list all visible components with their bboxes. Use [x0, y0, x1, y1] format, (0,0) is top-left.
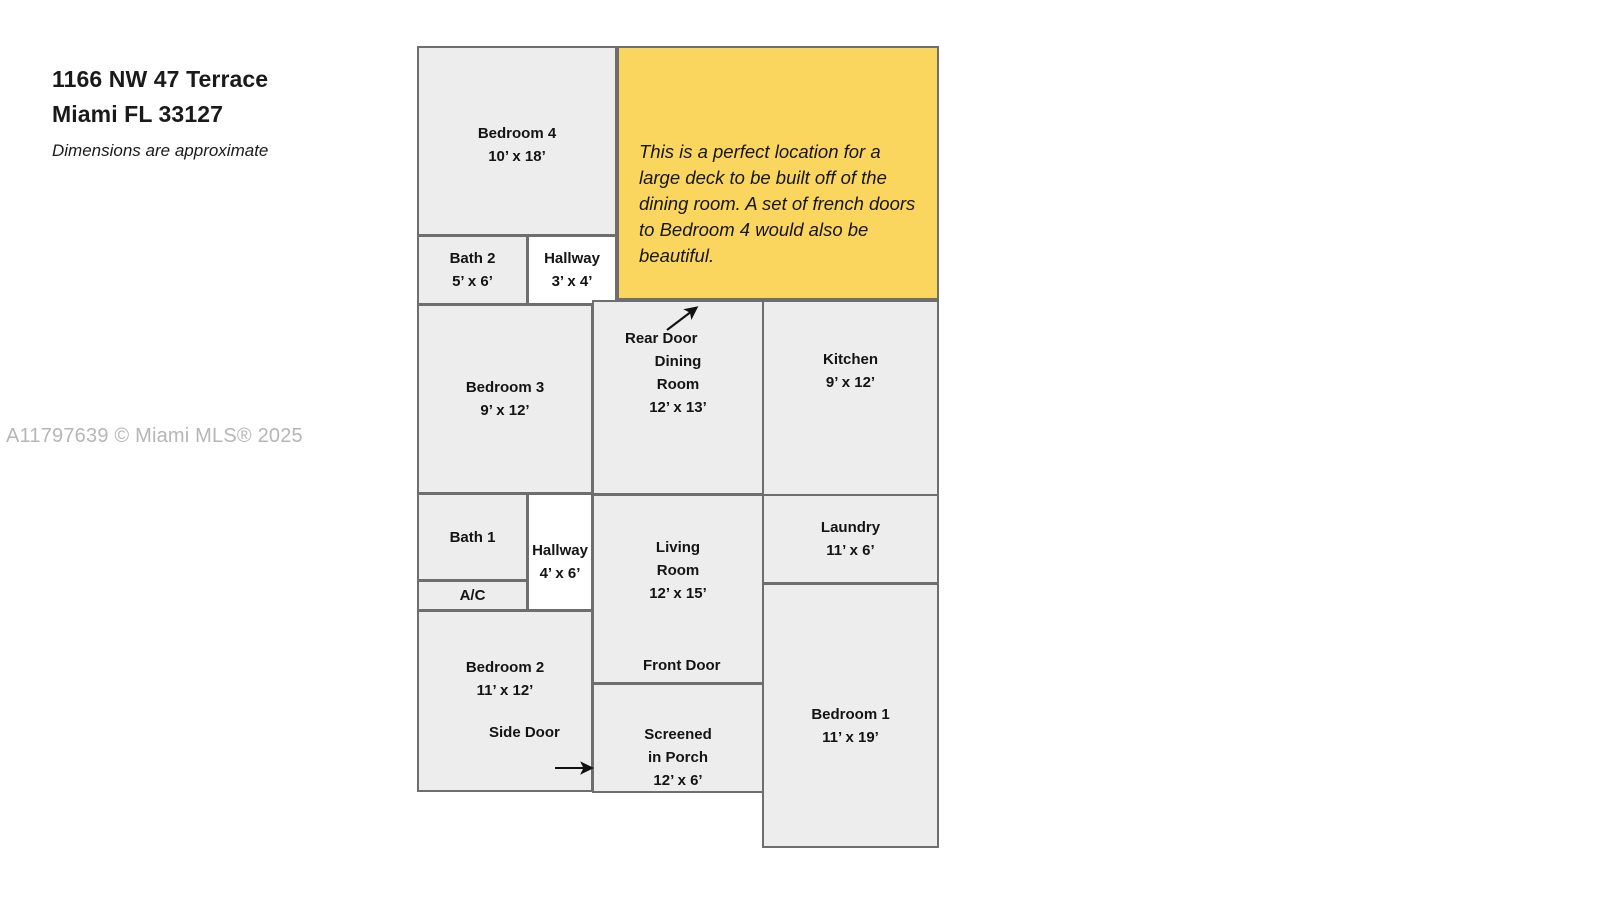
room-ac: A/C — [417, 580, 528, 611]
title-block: 1166 NW 47 Terrace Miami FL 33127 Dimens… — [52, 62, 392, 166]
room-bedroom-1: Bedroom 1 11’ x 19’ — [762, 583, 939, 848]
room-hallway-lower: Hallway 4’ x 6’ — [527, 493, 593, 611]
room-dimensions: 11’ x 6’ — [826, 542, 875, 559]
room-dimensions: 4’ x 6’ — [539, 565, 581, 582]
room-screened-porch: Screened in Porch 12’ x 6’ — [592, 683, 764, 793]
room-dimensions: 3’ x 4’ — [551, 273, 593, 290]
rear-door-label: Rear Door — [625, 330, 698, 347]
room-label: Hallway — [544, 250, 600, 267]
room-label: Bath 2 — [449, 250, 496, 267]
address-line-1: 1166 NW 47 Terrace — [52, 66, 269, 92]
room-label: Laundry — [820, 519, 881, 536]
side-door-label: Side Door — [489, 724, 560, 741]
room-dimensions: 12’ x 13’ — [649, 399, 707, 416]
room-label: Bedroom 1 — [811, 706, 890, 723]
room-dimensions: 11’ x 12’ — [476, 682, 534, 699]
room-hallway-upper: Hallway 3’ x 4’ — [527, 235, 617, 305]
front-door-label: Front Door — [643, 657, 721, 674]
room-dimensions: 5’ x 6’ — [452, 273, 493, 290]
room-kitchen: Kitchen 9’ x 12’ — [762, 300, 939, 496]
room-label: Bath 1 — [449, 528, 496, 546]
room-dining-room: Dining Room 12’ x 13’ — [592, 300, 764, 495]
dimensions-disclaimer: Dimensions are approximate — [52, 141, 269, 160]
room-dimensions: 12’ x 15’ — [649, 585, 707, 602]
room-bedroom-2: Bedroom 2 11’ x 12’ — [417, 610, 593, 792]
room-dimensions: 12’ x 6’ — [653, 772, 703, 789]
room-label: A/C — [459, 587, 486, 604]
room-bedroom-4: Bedroom 4 10’ x 18’ — [417, 46, 617, 236]
room-label: Kitchen — [822, 351, 878, 368]
room-dimensions: 11’ x 19’ — [822, 729, 879, 746]
address-line-2: Miami FL 33127 — [52, 101, 224, 127]
room-label: Bedroom 3 — [465, 379, 545, 396]
room-bedroom-3: Bedroom 3 9’ x 12’ — [417, 304, 593, 494]
room-dimensions: 9’ x 12’ — [480, 402, 530, 419]
room-dimensions: 9’ x 12’ — [825, 374, 876, 391]
room-label: Dining Room — [654, 353, 702, 393]
room-label: Bedroom 2 — [465, 659, 545, 676]
room-label: Bedroom 4 — [477, 125, 557, 142]
room-bath-2: Bath 2 5’ x 6’ — [417, 235, 528, 305]
room-label: Hallway — [532, 542, 588, 559]
room-laundry: Laundry 11’ x 6’ — [762, 494, 939, 584]
rear-door-arrow-icon — [666, 306, 699, 331]
room-label: Living Room — [655, 539, 701, 579]
note-text: This is a perfect location for a large d… — [639, 141, 916, 266]
room-living-room: Living Room 12’ x 15’ — [592, 494, 764, 684]
room-label: Screened in Porch — [644, 726, 712, 766]
room-bath-1: Bath 1 — [417, 493, 528, 581]
deck-suggestion-note: This is a perfect location for a large d… — [617, 46, 939, 300]
side-door-arrow-icon — [555, 761, 594, 775]
room-dimensions: 10’ x 18’ — [488, 148, 546, 165]
mls-watermark: A11797639 © Miami MLS® 2025 — [6, 425, 303, 447]
